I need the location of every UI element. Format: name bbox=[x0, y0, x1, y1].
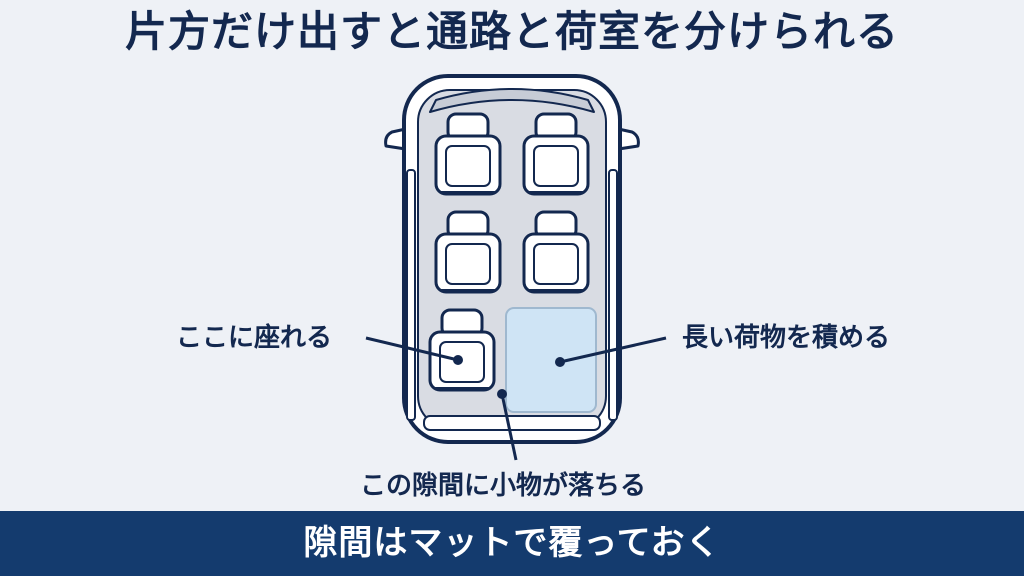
gap-label: この隙間に小物が落ちる bbox=[360, 471, 647, 501]
footer-message: 隙間はマットで覆っておく bbox=[303, 523, 721, 563]
page-title: 片方だけ出すと通路と荷室を分けられる bbox=[124, 7, 899, 56]
cargo-area bbox=[505, 307, 597, 413]
gap-leader-line bbox=[500, 393, 518, 461]
cargo-leader-line bbox=[559, 336, 667, 364]
seat-leader-dot bbox=[453, 355, 463, 365]
seat-leader-line bbox=[365, 336, 459, 362]
windshield bbox=[429, 88, 595, 113]
van-diagram bbox=[365, 74, 667, 461]
rear-bumper bbox=[423, 415, 601, 431]
left-door-rail bbox=[406, 169, 416, 421]
footer-bar: 隙間はマットで覆っておく bbox=[0, 511, 1024, 576]
right-door-rail bbox=[608, 169, 618, 421]
cargo-leader-dot bbox=[555, 357, 565, 367]
cargo-area-label: 長い荷物を積める bbox=[682, 323, 891, 353]
seat-area-label: ここに座れる bbox=[176, 323, 333, 353]
gap-leader-dot bbox=[497, 389, 507, 399]
